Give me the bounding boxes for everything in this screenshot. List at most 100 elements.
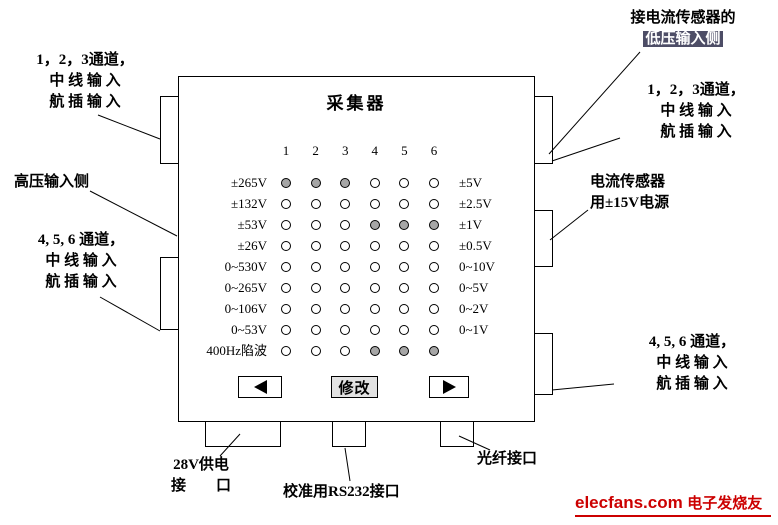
highlighted-text: 低压输入侧	[643, 31, 723, 47]
led-indicator	[369, 262, 380, 272]
led-indicator	[340, 199, 351, 209]
led-indicator	[281, 346, 291, 356]
range-label-right: ±0.5V	[459, 238, 492, 253]
led-indicator	[340, 241, 351, 251]
annotation-rs232: 校准用RS232接口	[283, 482, 443, 503]
range-label-left: 0~265V	[224, 280, 267, 295]
led-indicator	[429, 304, 439, 314]
column-header: 2	[312, 143, 319, 158]
annotation-current-sensor-power: 电流传感器 用±15V电源	[590, 172, 760, 214]
annotation-line: 4, 5, 6 通道，	[37, 232, 125, 248]
led-indicator	[429, 241, 439, 251]
led-indicator	[369, 178, 380, 188]
led-indicator	[429, 283, 439, 293]
leader-rs232	[344, 447, 351, 482]
leader-left-456	[99, 296, 161, 332]
led-indicator	[310, 283, 321, 293]
annotation-high-voltage-side: 高压输入侧	[14, 172, 124, 193]
annotation-channels-456-right: 4, 5, 6 通道， 中 线 输 入 航 插 输 入	[616, 332, 768, 395]
led-indicator	[340, 220, 351, 230]
range-label-right: 0~1V	[459, 322, 489, 337]
annotation-line: 用±15V电源	[590, 195, 670, 211]
annotation-channels-123-right: 1，2，3通道， 中 线 输 入 航 插 输 入	[622, 80, 770, 143]
connector-right-bottom	[533, 333, 553, 395]
column-header: 5	[401, 143, 408, 158]
annotation-line: 航 插 输 入	[45, 274, 117, 290]
led-indicator	[281, 220, 291, 230]
connector-right-top	[533, 96, 553, 164]
annotation-line: 1，2，3通道，	[647, 82, 745, 98]
watermark-tld: .com	[643, 493, 683, 512]
led-indicator	[310, 241, 321, 251]
led-indicator	[281, 304, 291, 314]
range-label-left: 0~53V	[231, 322, 267, 337]
annotation-line: 28V供电	[173, 457, 229, 473]
led-indicator	[310, 220, 321, 230]
led-indicator	[399, 199, 410, 209]
led-indicator	[281, 178, 291, 188]
annotation-line: 中 线 输 入	[656, 355, 728, 371]
range-label-right: ±5V	[459, 175, 483, 190]
leader-left-123	[97, 114, 161, 140]
annotation-line: 高压输入侧	[14, 174, 90, 190]
led-indicator	[399, 304, 410, 314]
annotation-line: 电流传感器	[590, 174, 666, 190]
column-header: 3	[341, 143, 349, 158]
range-label-right: ±1V	[459, 217, 483, 232]
column-header: 4	[371, 143, 379, 158]
connector-rs232	[332, 420, 366, 447]
led-indicator	[310, 178, 321, 188]
led-indicator	[340, 304, 351, 314]
led-indicator	[369, 283, 380, 293]
annotation-line: 中 线 输 入	[49, 73, 121, 89]
led-indicator	[399, 262, 410, 272]
led-indicator	[369, 199, 380, 209]
led-indicator	[281, 283, 291, 293]
led-indicator	[399, 325, 410, 335]
watermark-brand: elecfans	[575, 493, 644, 512]
led-indicator	[310, 199, 321, 209]
left-arrow-icon	[253, 380, 267, 394]
annotation-line: 接 口	[170, 478, 231, 494]
connector-fiber	[440, 420, 474, 447]
led-indicator	[399, 283, 410, 293]
annotation-line: 航 插 输 入	[660, 124, 732, 140]
leader-right-123	[551, 137, 621, 162]
column-header: 1	[282, 143, 290, 158]
column-header: 6	[430, 143, 438, 158]
led-indicator	[429, 346, 439, 356]
connector-28v-power	[205, 420, 281, 447]
prev-button[interactable]	[238, 376, 282, 398]
range-label-left: ±53V	[237, 217, 267, 232]
led-indicator	[369, 220, 380, 230]
annotation-low-voltage-side: 接电流传感器的 低压输入侧	[598, 8, 768, 50]
annotation-line: 航 插 输 入	[49, 94, 121, 110]
range-label-left: ±132V	[230, 196, 267, 211]
annotation-fiber: 光纤接口	[477, 449, 557, 470]
led-indicator	[281, 325, 291, 335]
led-indicator	[310, 346, 321, 356]
leader-sensor-power	[549, 209, 589, 241]
right-arrow-icon	[442, 380, 456, 394]
led-indicator	[429, 220, 439, 230]
range-label-right: 0~5V	[459, 280, 489, 295]
connector-right-middle	[533, 210, 553, 267]
led-indicator	[429, 325, 439, 335]
led-indicator	[281, 241, 291, 251]
next-button[interactable]	[429, 376, 469, 398]
led-indicator	[340, 346, 351, 356]
led-indicator	[399, 220, 410, 230]
led-indicator	[429, 199, 439, 209]
range-label-right: ±2.5V	[459, 196, 492, 211]
range-label-right: 0~2V	[459, 301, 489, 316]
modify-button[interactable]: 修改	[331, 376, 378, 398]
annotation-line: 1，2，3通道，	[36, 52, 134, 68]
annotation-line: 接电流传感器的	[630, 10, 736, 26]
range-label-left: ±26V	[237, 238, 267, 253]
connector-left-top	[160, 96, 180, 164]
annotation-line: 低压输入侧	[598, 29, 768, 50]
annotation-line: 中 线 输 入	[660, 103, 732, 119]
led-indicator	[369, 346, 380, 356]
